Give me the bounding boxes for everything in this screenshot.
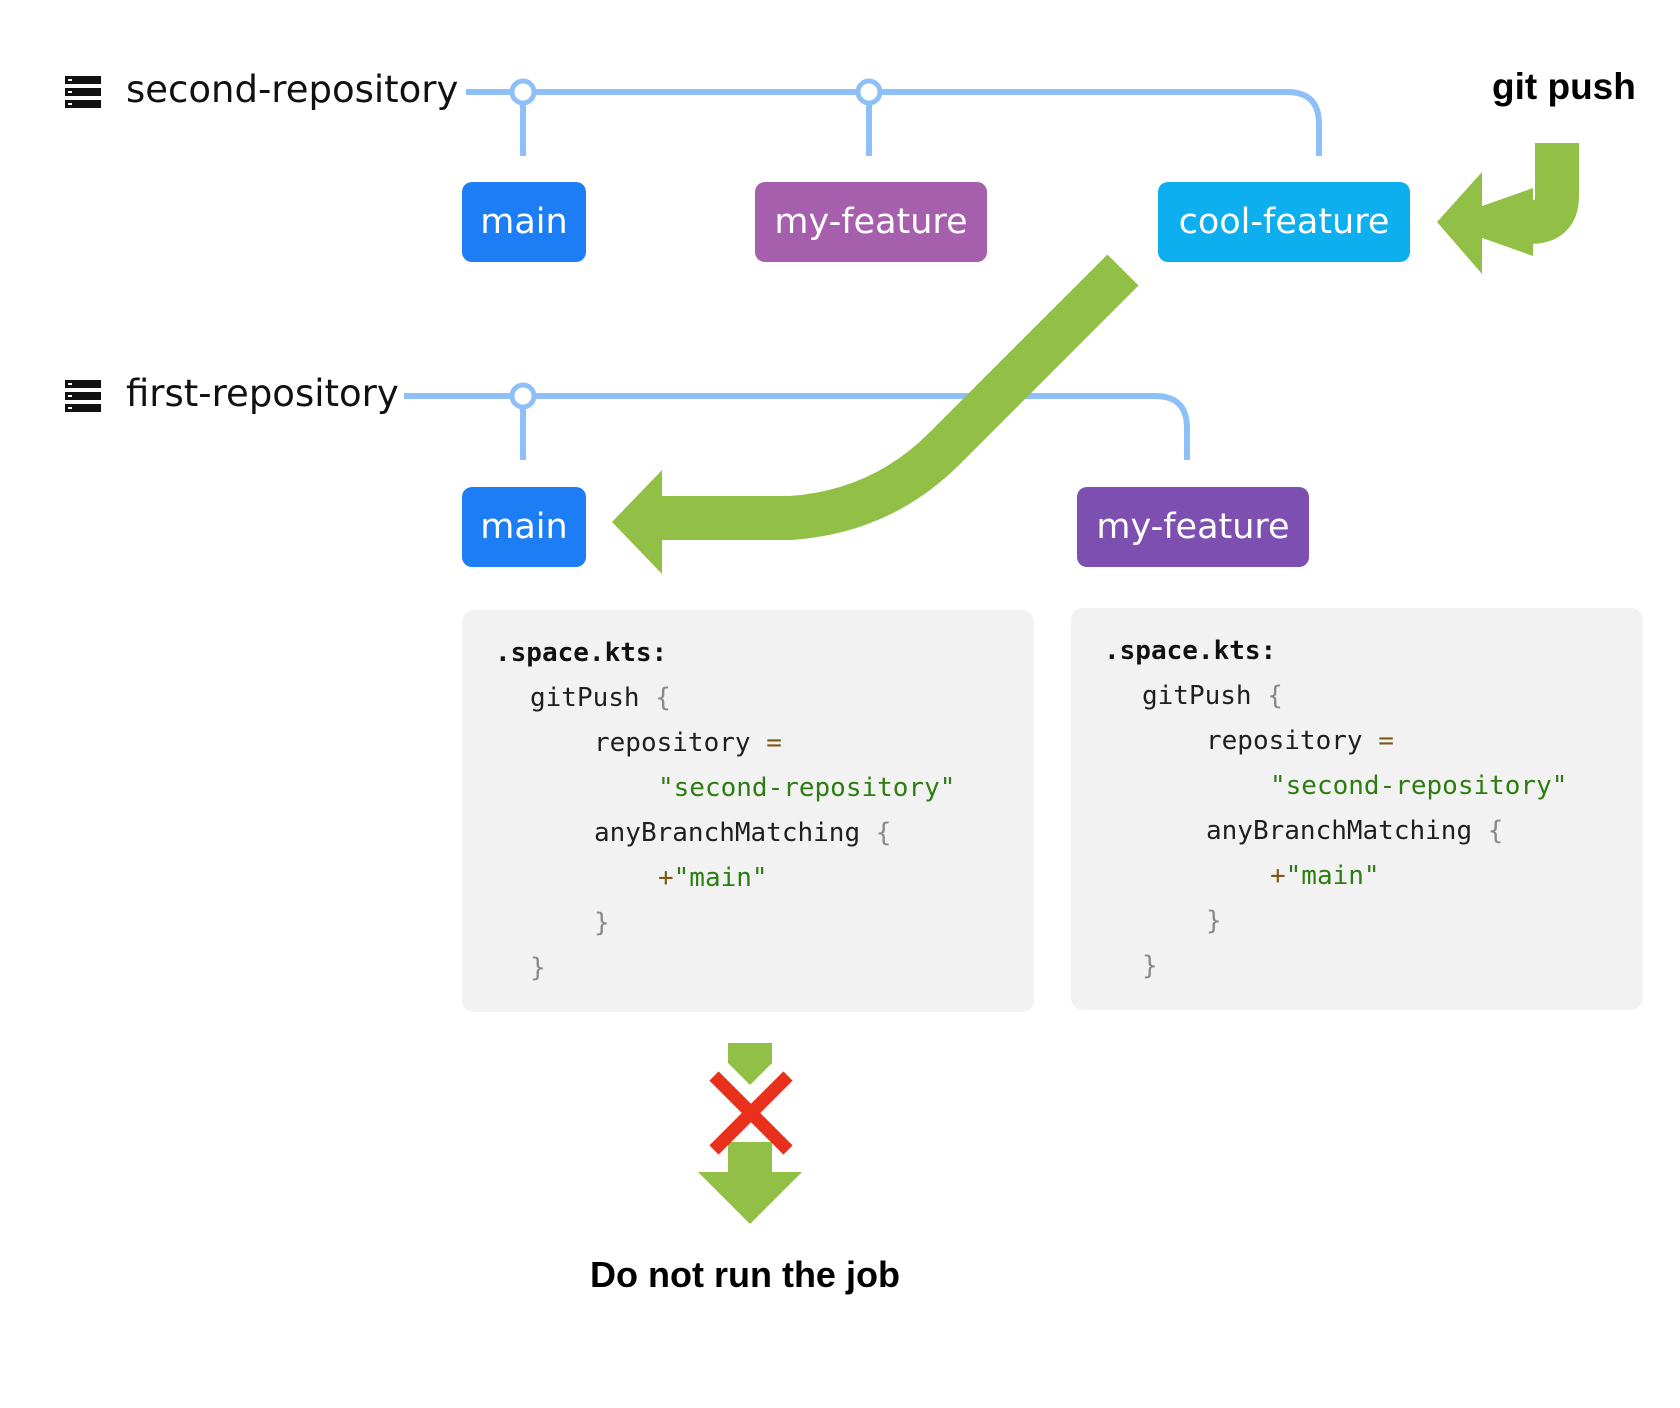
code-line: gitPush { [1142,681,1283,711]
code-brace: { [1487,816,1504,846]
code-operator: = [1378,726,1394,756]
blocked-arrow-icon [698,1043,802,1224]
code-brace: } [594,908,610,938]
result-label: Do not run the job [590,1254,900,1295]
second-repo-rail [466,89,1322,156]
code-string: "second-repository" [658,773,956,803]
server-icon [65,76,101,108]
code-keyword: repository [594,728,751,758]
code-keyword: gitPush [1142,681,1252,711]
code-brace: } [530,953,546,983]
code-brace: } [1206,906,1222,936]
branch-main[interactable]: main [462,182,586,262]
code-brace: { [1267,681,1283,711]
code-card-main: .space.kts: gitPush { repository = "seco… [462,610,1034,1012]
code-line: repository = [594,728,782,758]
branch-cool-feature[interactable]: cool-feature [1158,182,1410,262]
code-line: anyBranchMatching { [594,818,891,848]
branch-my-feature[interactable]: my-feature [755,182,987,262]
code-brace: } [1142,951,1158,981]
second-repo-commit-main [509,78,537,106]
second-repo-name: second-repository [126,68,459,111]
merge-arrow-icon [612,254,1139,574]
cross-icon [709,1071,793,1155]
second-repo-commit-my-feature [855,78,883,106]
code-operator: + [1270,861,1286,891]
code-title: .space.kts: [1104,636,1277,666]
code-operator: = [766,728,782,758]
server-icon [65,380,101,412]
code-keyword: anyBranchMatching [1206,816,1473,846]
branch-my-feature[interactable]: my-feature [1077,487,1309,567]
code-operator: + [658,863,674,893]
code-line: gitPush { [530,683,671,713]
code-string: "second-repository" [1270,771,1568,801]
code-string: "main" [1285,861,1380,891]
code-keyword: anyBranchMatching [594,818,861,848]
branch-main[interactable]: main [462,487,586,567]
code-card-my-feature: .space.kts: gitPush { repository = "seco… [1071,608,1643,1010]
code-line: +"main" [658,863,768,893]
code-keyword: repository [1206,726,1363,756]
code-line: repository = [1206,726,1394,756]
code-line: anyBranchMatching { [1206,816,1503,846]
first-repo-commit-main [509,382,537,410]
code-line: +"main" [1270,861,1380,891]
code-brace: { [875,818,892,848]
git-push-arrow-icon [1437,143,1579,274]
git-push-label: git push [1492,66,1636,107]
code-title: .space.kts: [495,638,668,668]
code-keyword: gitPush [530,683,640,713]
code-string: "main" [673,863,768,893]
first-repo-name: first-repository [126,372,399,415]
code-brace: { [655,683,671,713]
